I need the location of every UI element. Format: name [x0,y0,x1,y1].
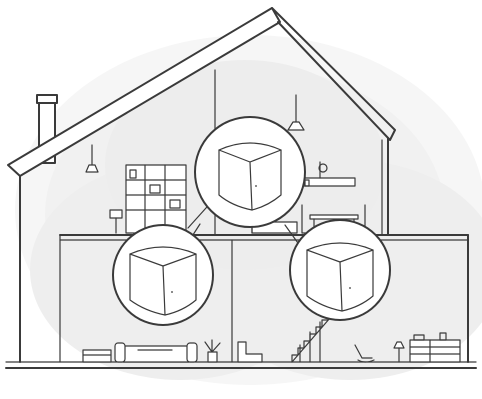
mesh-node-ground-left [112,223,214,326]
attic-side-table [109,209,123,234]
mesh-node-attic [187,116,306,229]
staircase [291,317,331,363]
kitchen-counter [409,332,461,363]
attic-shelf-unit [125,164,187,234]
roof [7,7,396,236]
mesh-node-ground-right [284,219,391,321]
potted-plant [204,339,221,363]
armchair [237,341,263,363]
ceiling-lamp-left [85,144,99,173]
side-lamp [393,341,405,363]
sofa [114,342,198,363]
rocking-chair [354,344,375,363]
ceiling-lamp-right [287,94,305,131]
tv-stand [82,349,112,363]
